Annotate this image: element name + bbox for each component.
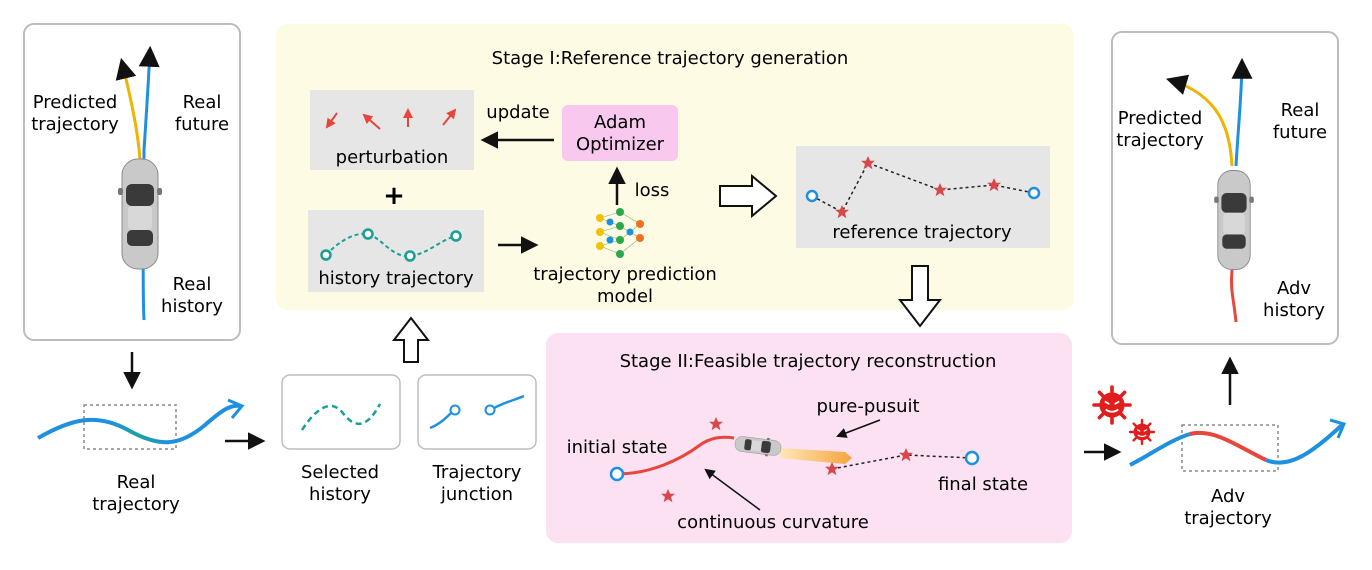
update-label: update [486,102,549,123]
loss-label: loss [635,180,670,201]
stage2-title: Stage II:Feasible trajectory reconstruct… [620,351,997,372]
perturbation-label: perturbation [336,147,449,168]
stage1-title: Stage I:Reference trajectory generation [492,48,849,69]
perturbation-arrows [325,108,457,130]
hollow-right-arrow [719,173,778,219]
reference-trajectory-box [796,146,1050,248]
initial-state-label: initial state [567,437,668,458]
attacker-virus-icon [1092,385,1132,425]
history-trajectory-label: history trajectory [318,268,474,289]
real-future-line [138,45,160,321]
predicted-trajectory-line [115,57,142,161]
stage1-panel: Stage I:Reference trajectory generation … [276,24,1074,310]
adam-optimizer-box [562,105,678,161]
perturbation-box [310,90,474,170]
stage2-panel: Stage II:Feasible trajectory reconstruct… [546,333,1072,543]
hollow-down-arrow [897,265,943,328]
reference-trajectory-label: reference trajectory [832,222,1012,243]
history-trajectory-box [308,210,484,292]
pure-pursuit-arrow [780,448,852,464]
hollow-up-arrow [391,316,431,363]
neural-network-icon [596,208,644,258]
real-trajectory-curve [37,403,241,445]
attacker-virus-small-icon [1128,418,1156,446]
continuous-curvature-label: continuous curvature [677,512,869,533]
pure-pursuit-label: pure-pusuit [816,396,919,417]
plus-sign: + [383,181,405,211]
final-state-label: final state [938,474,1028,495]
continuous-curvature-path [616,435,735,476]
ego-car-icon [117,158,163,270]
